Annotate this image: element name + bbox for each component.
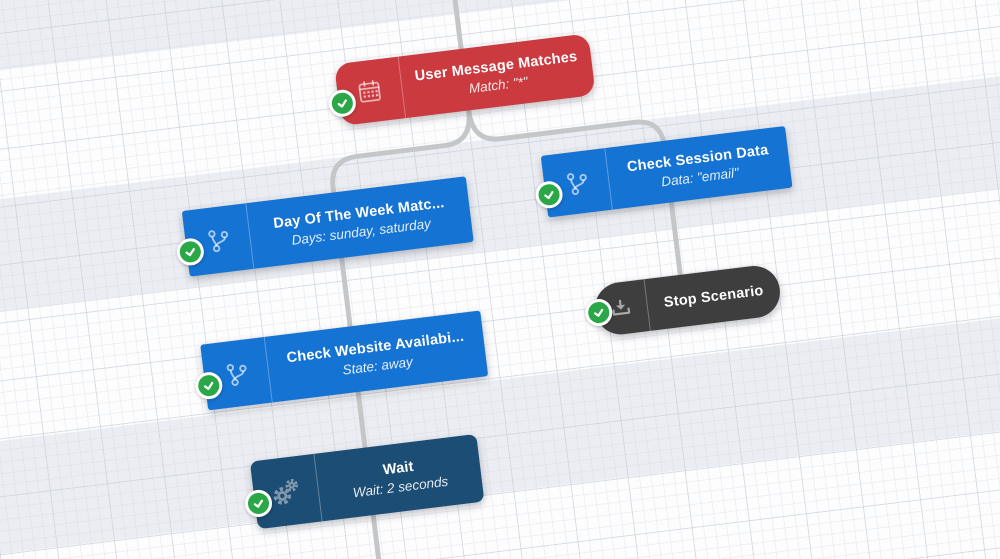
branch-icon xyxy=(540,148,613,218)
check-icon xyxy=(253,499,264,508)
node-stop-scenario[interactable]: Stop Scenario xyxy=(583,263,783,338)
stop-download-icon xyxy=(591,279,651,338)
check-icon xyxy=(185,248,195,257)
branch-icon xyxy=(200,336,273,411)
node-day-of-the-week[interactable]: Day Of The Week Matc... Days: sunday, sa… xyxy=(175,176,474,277)
valid-check-badge xyxy=(327,88,358,119)
valid-check-badge xyxy=(193,370,224,401)
node-check-session-data[interactable]: Check Session Data Data: "email" xyxy=(533,125,793,218)
check-icon xyxy=(204,381,214,390)
valid-check-badge xyxy=(243,488,274,519)
node-check-website-availability[interactable]: Check Website Availabi... State: away xyxy=(193,310,489,411)
valid-check-badge xyxy=(583,297,614,328)
branch-icon xyxy=(181,203,255,277)
valid-check-badge xyxy=(175,236,206,267)
node-user-message-matches[interactable]: User Message Matches Match: "*" xyxy=(327,33,596,127)
node-title: Stop Scenario xyxy=(663,282,765,311)
check-icon xyxy=(544,190,554,200)
check-icon xyxy=(337,99,347,108)
valid-check-badge xyxy=(533,179,565,210)
node-wait[interactable]: Wait Wait: 2 seconds xyxy=(243,433,485,530)
connector-left-branch xyxy=(330,107,472,559)
gears-icon xyxy=(249,453,323,530)
connector-right-branch xyxy=(466,107,684,283)
calendar-icon xyxy=(334,56,407,127)
check-icon xyxy=(594,308,604,317)
